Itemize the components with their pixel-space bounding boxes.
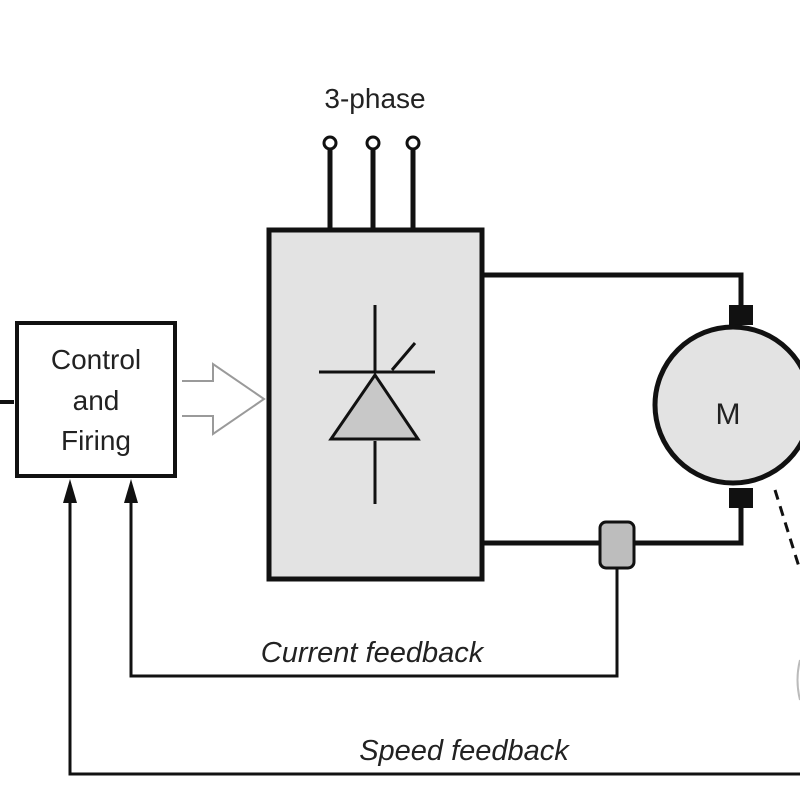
tachometer-edge — [796, 659, 800, 701]
terminal-phase-1-icon — [322, 135, 338, 151]
motor-brush-top-icon — [729, 305, 753, 325]
control-label-line-1: Control — [51, 344, 141, 375]
current-feedback-arrowhead-icon — [124, 479, 138, 503]
dc-negative-wire-right — [634, 505, 744, 546]
current-sensor-icon — [598, 520, 636, 570]
control-label-line-3: Firing — [61, 425, 131, 456]
control-firing-block — [15, 321, 177, 478]
thyristor-icon — [319, 305, 435, 504]
current-feedback-label: Current feedback — [261, 637, 485, 669]
motor-label: M — [716, 398, 741, 431]
speed-feedback-line — [68, 498, 800, 776]
current-feedback-line — [129, 498, 619, 678]
speed-feedback-label: Speed feedback — [359, 735, 570, 767]
three-phase-terminals — [322, 135, 421, 230]
supply-label: 3-phase — [324, 83, 425, 114]
motor-brush-bottom-icon — [729, 488, 753, 508]
control-label-line-2: and — [73, 385, 120, 416]
terminal-phase-2-icon — [365, 135, 381, 151]
dc-positive-wire — [482, 272, 744, 308]
firing-signal-arrow-icon — [182, 362, 266, 436]
tachometer-coupling-line — [773, 489, 800, 571]
terminal-phase-3-icon — [405, 135, 421, 151]
speed-feedback-arrowhead-icon — [63, 479, 77, 503]
motor-icon — [652, 324, 800, 486]
